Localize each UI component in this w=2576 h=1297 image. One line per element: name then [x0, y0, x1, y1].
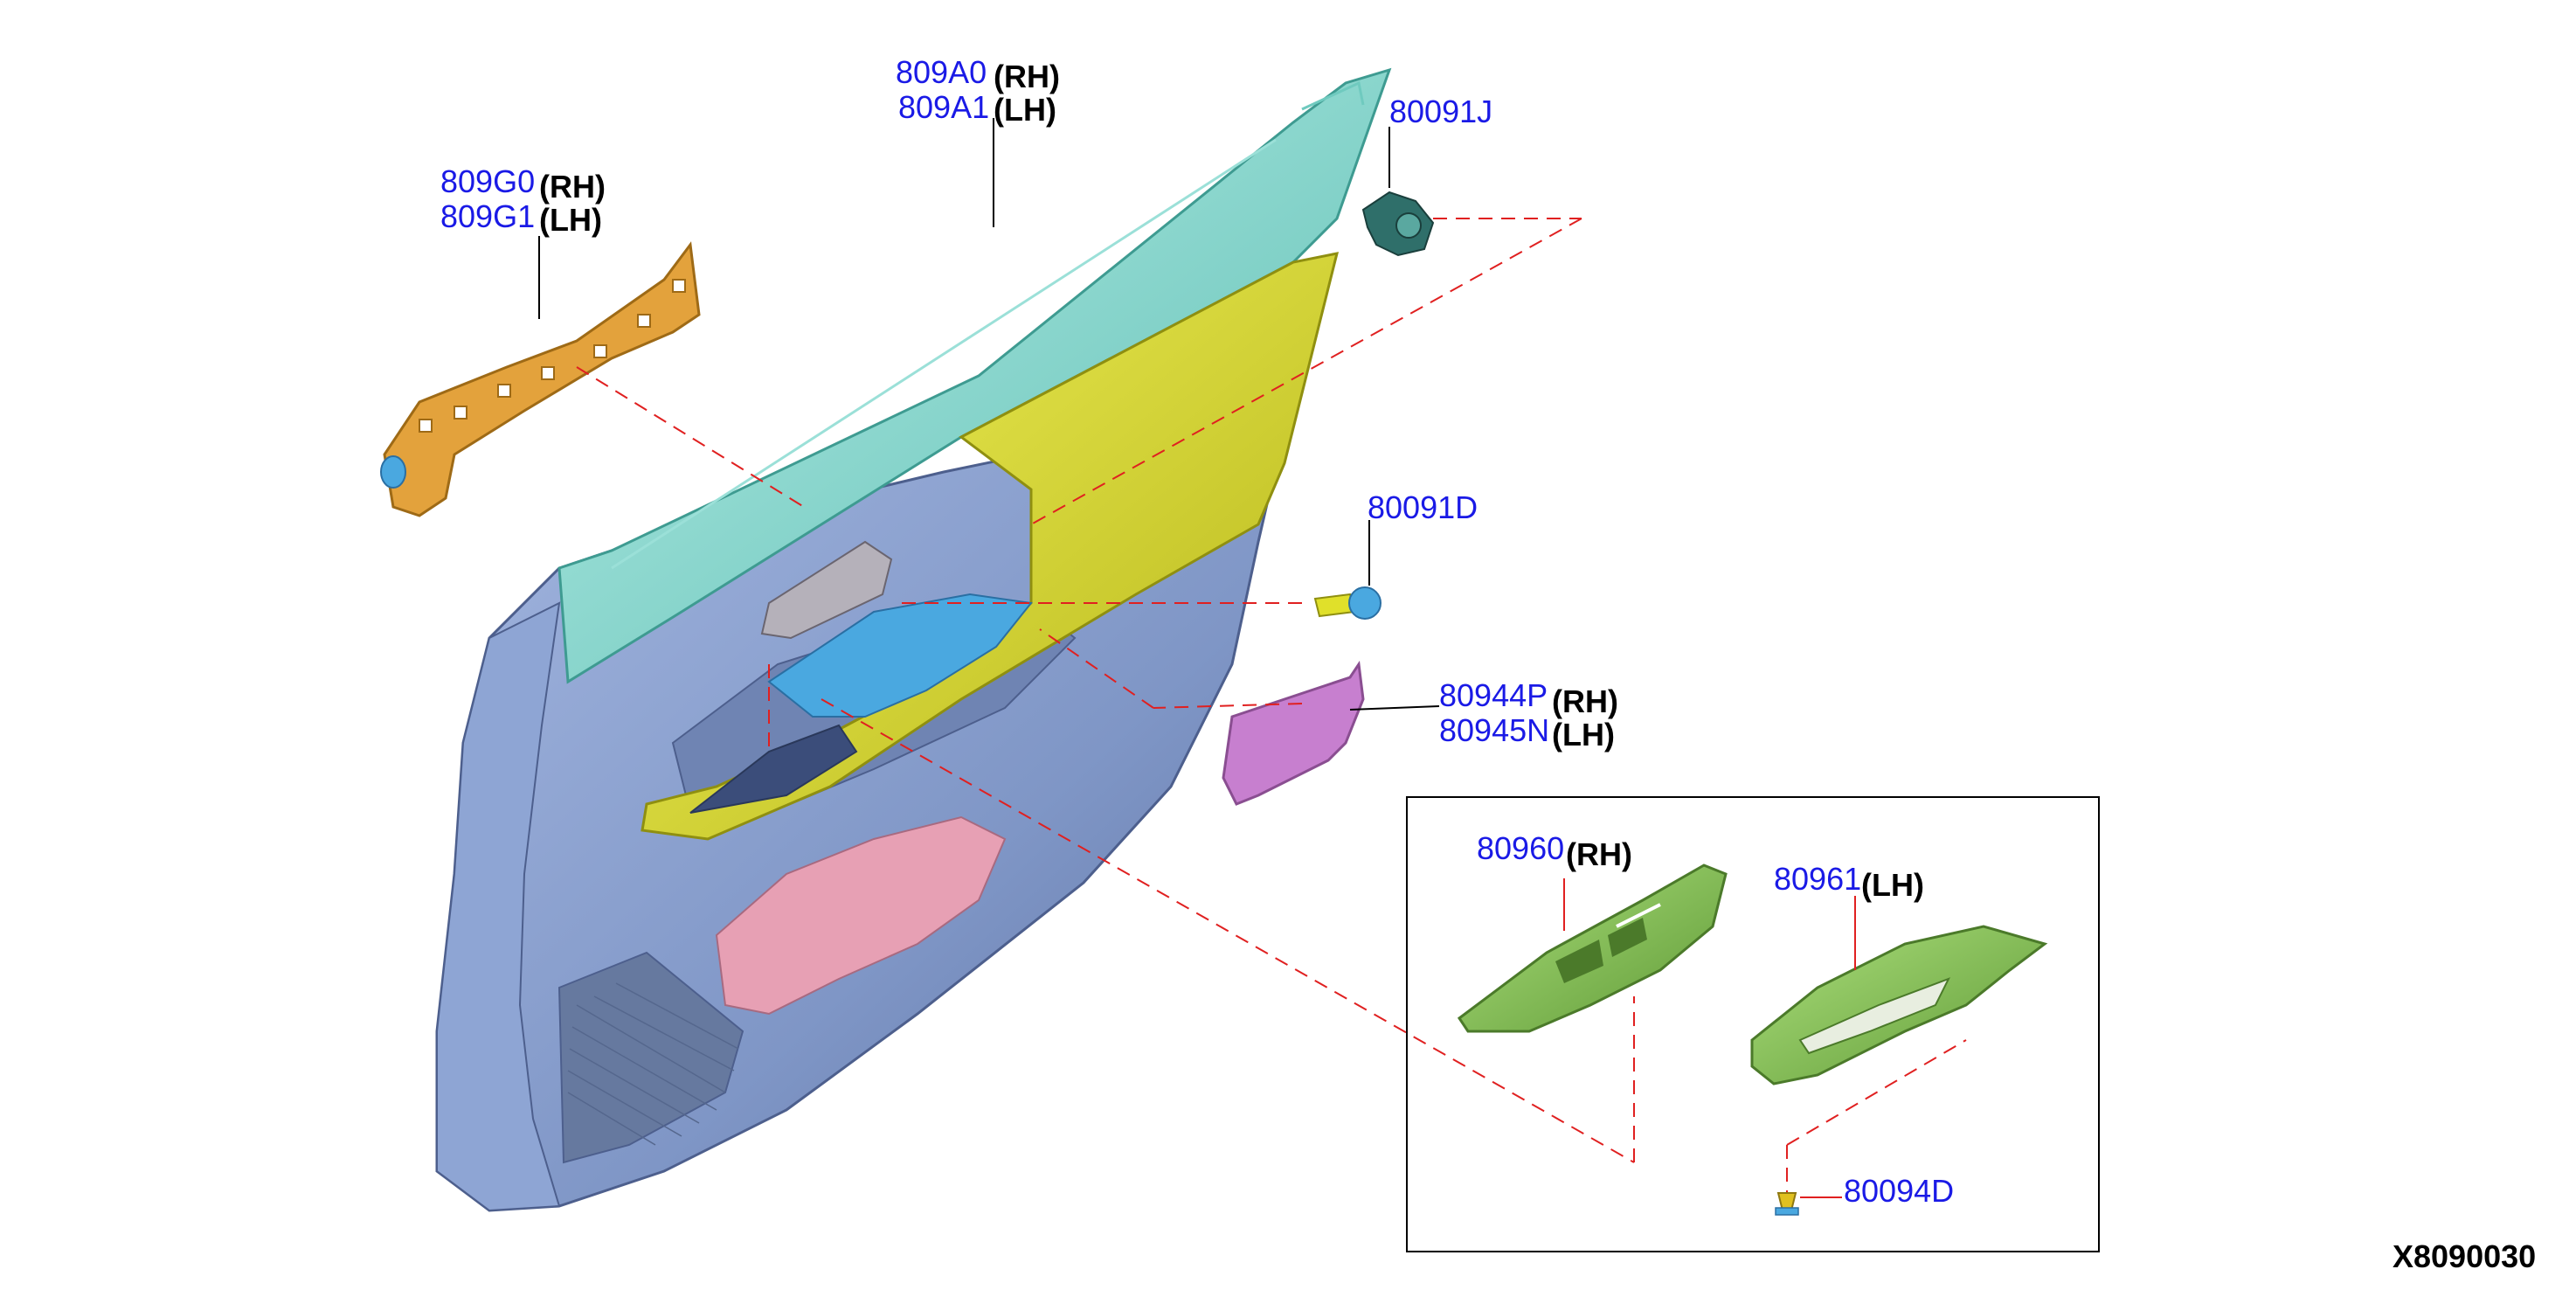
- side-label-lh: (LH): [539, 202, 602, 238]
- label-trim-upper: 809A0 (RH) 809A1 (LH): [896, 54, 1060, 128]
- part-number-80945n: 80945N: [1439, 712, 1549, 748]
- side-label-rh: (RH): [539, 169, 606, 205]
- diagram-code: X8090030: [2392, 1238, 2536, 1274]
- screw-80094d: [1775, 1192, 1799, 1216]
- door-trim-upper: [557, 67, 1392, 684]
- side-label-rh: (RH): [1552, 683, 1618, 719]
- part-number-809g1: 809G1: [440, 198, 535, 234]
- part-number-80091j: 80091J: [1389, 94, 1492, 129]
- dashed-lines: [576, 218, 1967, 1202]
- clip-80091j: [1361, 191, 1435, 257]
- part-number-809g0: 809G0: [440, 163, 535, 199]
- map-pocket: [715, 815, 1007, 1016]
- label-bracket: 809G0 (RH) 809G1 (LH): [440, 163, 606, 238]
- part-number-80091d: 80091D: [1368, 489, 1478, 525]
- side-label-lh: (LH): [1552, 717, 1615, 753]
- leader-lines: [538, 118, 1856, 1198]
- side-label-rh: (RH): [1566, 836, 1632, 872]
- inner-bracket: [380, 241, 701, 517]
- part-number-809a0: 809A0: [896, 54, 987, 90]
- bracket-holes: [419, 279, 686, 433]
- switch-base: [689, 593, 1033, 814]
- inset-box: [1406, 796, 2100, 1252]
- label-pocket: 80944P (RH) 80945N (LH): [1439, 677, 1618, 753]
- part-number-809a1: 809A1: [898, 89, 989, 125]
- part-number-80961: 80961: [1774, 861, 1861, 897]
- part-number-80094d: 80094D: [1844, 1173, 1954, 1209]
- speaker-grille-lines: [567, 982, 739, 1146]
- finisher-lh: [1750, 925, 2048, 1085]
- label-finisher-rh: 80960 (RH): [1477, 830, 1632, 872]
- part-number-80944p: 80944P: [1439, 677, 1548, 713]
- side-label-lh: (LH): [994, 92, 1056, 128]
- side-label-rh: (RH): [994, 59, 1060, 94]
- finisher-rh: [1457, 864, 1728, 1033]
- side-label-lh: (LH): [1861, 867, 1924, 903]
- part-number-80960: 80960: [1477, 830, 1564, 866]
- label-finisher-lh: 80961 (LH): [1774, 861, 1924, 903]
- pocket-cover: [1222, 660, 1365, 806]
- clip-80091d: [1313, 586, 1381, 620]
